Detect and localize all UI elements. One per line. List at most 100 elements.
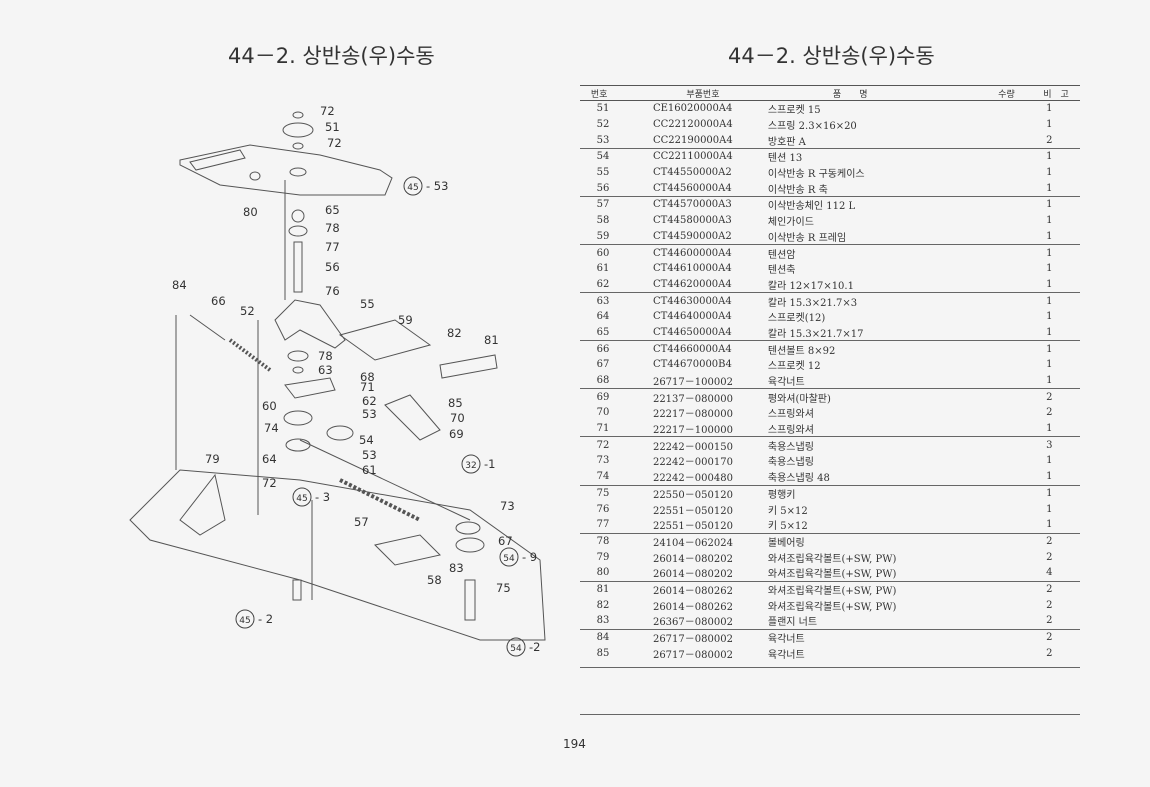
part-name: 평행키 [767,489,796,501]
part-ref-no: 79 [596,551,610,563]
callout-label: 73 [500,499,515,513]
quantity: 2 [1046,551,1053,563]
part-number: CE16020000A4 [652,103,733,115]
callout-label: 78 [325,221,340,235]
reference-number: 54 [510,644,522,654]
part-ref-no: 78 [596,535,610,547]
part-ref-no: 81 [596,583,610,595]
quantity: 1 [1046,167,1053,179]
part-ref-no: 71 [596,423,610,435]
part-ref-no: 80 [596,567,610,579]
divider [580,714,1080,715]
callout-label: 64 [262,452,277,466]
quantity: 1 [1046,199,1053,211]
part-name: 와셔조립육각볼트(+SW, PW) [767,553,897,565]
part-ref-no: 51 [596,103,610,115]
part-number: 22137－080000 [652,393,733,405]
part-name: 평와셔(마찰판) [767,393,831,405]
quantity: 1 [1046,103,1053,115]
callout-label: 55 [360,297,375,311]
part-number: CT44630000A4 [652,295,732,307]
part-number: CT44600000A4 [652,247,732,259]
part-number: CT44610000A4 [652,263,732,275]
part-number: 22551－050120 [652,521,733,533]
callout-label: 69 [449,427,464,441]
quantity: 1 [1046,455,1053,467]
part-name: 칼라 15.3×21.7×17 [767,328,864,340]
reference-circle [499,547,519,567]
callout-label: 60 [262,399,277,413]
reference-circle [292,487,312,507]
callout-label: 62 [362,394,377,408]
part-name: 이삭반송 R 프레임 [767,232,847,244]
part-name: 축용스냅링 [767,457,814,469]
part-number: CT44670000B4 [652,359,732,371]
table-header: 번호 부품번호 품 명 수량 비 고 [580,85,1080,101]
part-number: 22217－100000 [652,425,733,437]
part-name: 체인가이드 [767,217,814,229]
callout-label: 72 [320,104,335,118]
header-remarks: 비 고 [1043,89,1069,100]
quantity: 1 [1046,503,1053,515]
part-ref-no: 52 [596,119,610,131]
part-number: 22551－050120 [652,505,733,517]
part-name: 육각너트 [767,634,805,646]
part-number: CC22190000A4 [652,134,733,146]
part-number: 26014－080202 [652,569,733,581]
quantity: 1 [1046,278,1053,290]
quantity: 1 [1046,230,1053,242]
part-number: 26014－080262 [652,601,733,613]
part-name: 텐션암 [767,249,796,261]
header-quantity: 수량 [998,89,1015,100]
part-name: 스프로켓(12) [767,313,826,325]
quantity: 2 [1046,134,1053,146]
part-ref-no: 85 [596,647,610,659]
quantity: 1 [1046,247,1053,259]
part-number: CT44650000A4 [652,326,732,338]
part-ref-no: 69 [596,391,610,403]
header-part-name: 품 명 [832,89,868,100]
part-name: 텐션 13 [767,153,803,165]
part-name: 플랜지 너트 [767,617,818,629]
part-name: 와셔조립육각볼트(+SW, PW) [767,569,897,581]
reference-circle [235,609,255,629]
callout-label: 52 [240,304,255,318]
callout-label: 59 [398,313,413,327]
part-name: 스프로켓 12 [767,361,821,373]
callout-label: 82 [447,326,462,340]
quantity: 2 [1046,407,1053,419]
reference-number: 45 [239,616,250,626]
table-row: 65 CT44650000A4 칼라 15.3×21.7×17 1 [580,325,1080,341]
callout-label: 51 [325,120,340,134]
part-ref-no: 82 [596,599,610,611]
callout-label: 80 [243,205,258,219]
callout-label: 65 [325,203,340,217]
part-name: 와셔조립육각볼트(+SW, PW) [767,601,897,613]
divider [580,667,1080,668]
reference-number: 54 [503,554,515,564]
quantity: 3 [1046,439,1053,451]
part-ref-no: 65 [596,326,610,338]
callout-label: 67 [498,534,513,548]
quantity: 1 [1046,343,1053,355]
reference-number: 32 [465,461,476,471]
quantity: 1 [1046,326,1053,338]
part-ref-no: 54 [596,151,610,163]
